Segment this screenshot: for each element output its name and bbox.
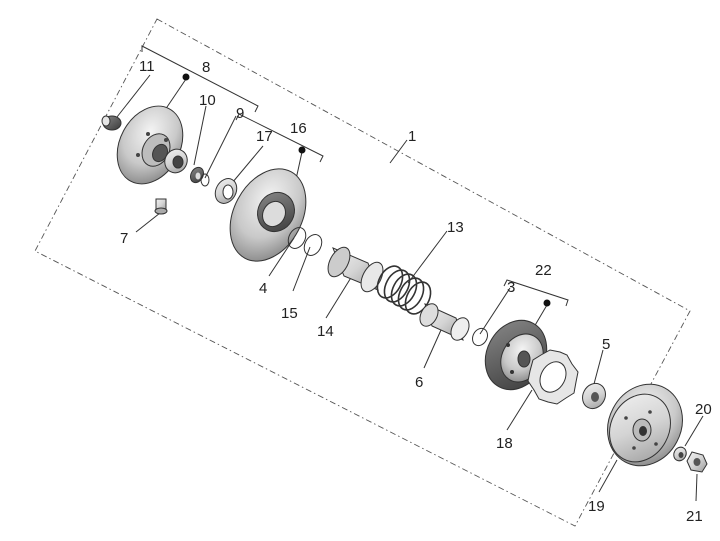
part-6-spacer <box>419 303 470 341</box>
callout-1: 1 <box>408 128 416 145</box>
bracket-16 <box>235 113 324 163</box>
part-18-gear-plate <box>527 349 579 405</box>
callout-16: 16 <box>290 120 307 137</box>
callout-7: 7 <box>120 230 128 247</box>
callout-9: 9 <box>236 105 244 122</box>
callout-21: 21 <box>686 508 703 525</box>
assembly-boundary <box>34 18 691 527</box>
callout-18: 18 <box>496 435 513 452</box>
marker-dot-8 <box>182 73 190 81</box>
marker-dot-16 <box>298 146 306 154</box>
part-19-clutch-bell <box>607 383 683 467</box>
part-17-seal <box>214 178 238 204</box>
part-8-pulley-half <box>116 105 184 185</box>
callout-13: 13 <box>447 219 464 236</box>
part-15-o-ring <box>303 234 323 256</box>
part-10-bearing <box>164 148 188 174</box>
part-3-washer <box>472 327 488 347</box>
part-11-bushing <box>101 115 122 131</box>
callout-5: 5 <box>602 336 610 353</box>
part-13-spring <box>376 265 432 315</box>
callout-14: 14 <box>317 323 334 340</box>
part-5-thrust-washer <box>582 382 606 410</box>
bracket-8 <box>141 45 259 113</box>
part-20-washer <box>673 446 687 462</box>
part-4-o-ring <box>287 227 307 249</box>
callout-4: 4 <box>259 280 267 297</box>
part-9-ring <box>190 166 210 187</box>
callout-6: 6 <box>415 374 423 391</box>
callout-17: 17 <box>256 128 273 145</box>
callout-20: 20 <box>695 401 712 418</box>
callout-11: 11 <box>139 58 155 75</box>
part-7-pin <box>154 198 168 215</box>
leader-lines <box>116 74 704 502</box>
callout-22: 22 <box>535 262 552 279</box>
bracket-22 <box>503 279 569 307</box>
callout-10: 10 <box>199 92 216 109</box>
callout-19: 19 <box>588 498 605 515</box>
callout-15: 15 <box>281 305 298 322</box>
part-21-nut <box>686 451 708 473</box>
callout-labels: 1 3 4 5 6 7 8 9 10 11 13 14 15 16 17 18 … <box>120 58 712 525</box>
marker-dot-22 <box>543 299 551 307</box>
callout-8: 8 <box>202 59 210 76</box>
part-16-pulley-half <box>229 168 307 262</box>
callout-3: 3 <box>507 279 515 296</box>
